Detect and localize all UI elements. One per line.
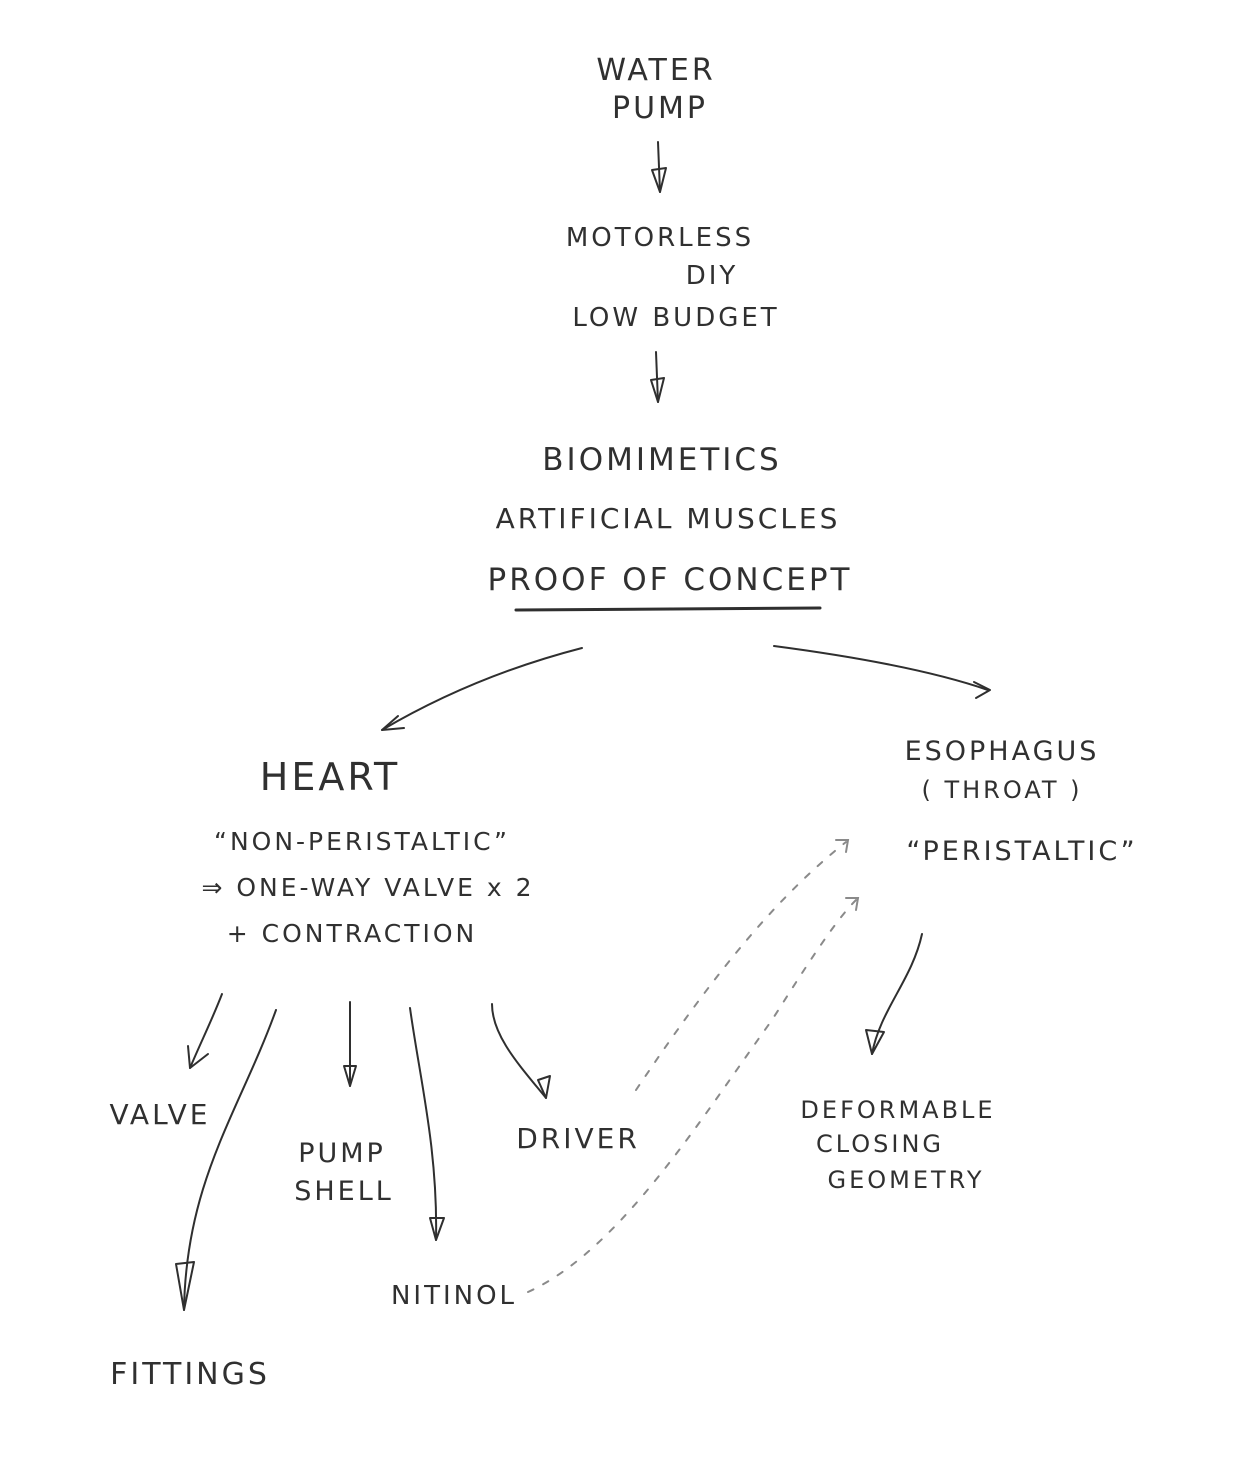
- node-water-pump: WATER PUMP: [596, 53, 715, 126]
- pump-shell-line-1: PUMP: [298, 1138, 386, 1169]
- node-approach: BIOMIMETICS ARTIFICIAL MUSCLES PROOF OF …: [488, 442, 853, 598]
- arrow-requirements-to-approach: [650, 351, 665, 403]
- esophagus-subtitle: ( THROAT ): [921, 776, 1082, 804]
- driver-label: DRIVER: [516, 1122, 640, 1155]
- node-driver: DRIVER: [516, 1122, 640, 1155]
- proof-of-concept-underline: [514, 606, 822, 612]
- node-fittings: FITTINGS: [110, 1357, 270, 1392]
- arrow-heart-to-valve: [187, 993, 223, 1069]
- node-deformable: DEFORMABLE CLOSING GEOMETRY: [800, 1096, 995, 1194]
- arrow-approach-to-heart: [381, 647, 583, 731]
- approach-proof-of-concept: PROOF OF CONCEPT: [488, 562, 853, 598]
- esophagus-title: ESOPHAGUS: [905, 736, 1100, 767]
- node-pump-shell: PUMP SHELL: [294, 1138, 394, 1207]
- requirement-low-budget: LOW BUDGET: [572, 303, 779, 333]
- nitinol-label: NITINOL: [391, 1281, 517, 1311]
- heart-note-contraction: + CONTRACTION: [227, 919, 478, 948]
- pump-shell-line-2: SHELL: [294, 1176, 394, 1207]
- arrow-approach-to-esophagus: [773, 645, 991, 699]
- arrow-pump-to-requirements: [651, 141, 667, 193]
- approach-biomimetics: BIOMIMETICS: [542, 442, 781, 478]
- heart-note-one-way-valve: ⇒ ONE-WAY VALVE x 2: [201, 873, 534, 902]
- node-valve: VALVE: [110, 1098, 211, 1131]
- dashed-arrow-nitinol-to-peristaltic: [527, 897, 860, 1293]
- water-pump-line-1: WATER: [596, 53, 715, 88]
- deformable-line-3: GEOMETRY: [828, 1166, 985, 1194]
- water-pump-line-2: PUMP: [612, 91, 708, 126]
- arrow-heart-to-fittings: [175, 1009, 277, 1311]
- deformable-line-2: CLOSING: [816, 1130, 944, 1158]
- node-nitinol: NITINOL: [391, 1281, 517, 1311]
- heart-note-non-peristaltic: “NON-PERISTALTIC”: [214, 827, 510, 856]
- approach-artificial-muscles: ARTIFICIAL MUSCLES: [496, 502, 841, 535]
- heart-title: HEART: [260, 755, 400, 799]
- esophagus-note-peristaltic: “PERISTALTIC”: [906, 836, 1137, 867]
- fittings-label: FITTINGS: [110, 1357, 270, 1392]
- arrow-heart-to-driver: [491, 1003, 551, 1099]
- node-esophagus: ESOPHAGUS ( THROAT ) “PERISTALTIC”: [905, 736, 1137, 867]
- valve-label: VALVE: [110, 1098, 211, 1131]
- arrow-esophagus-to-deformable: [865, 933, 923, 1055]
- requirement-motorless: MOTORLESS: [566, 223, 754, 253]
- arrow-heart-to-nitinol: [409, 1007, 445, 1241]
- arrow-heart-to-pump-shell: [343, 1001, 357, 1087]
- deformable-line-1: DEFORMABLE: [800, 1096, 995, 1124]
- requirement-diy: DIY: [686, 261, 739, 291]
- node-heart: HEART “NON-PERISTALTIC” ⇒ ONE-WAY VALVE …: [201, 755, 534, 948]
- node-requirements: MOTORLESS DIY LOW BUDGET: [566, 223, 779, 333]
- dashed-arrow-driver-to-peristaltic: [635, 839, 850, 1091]
